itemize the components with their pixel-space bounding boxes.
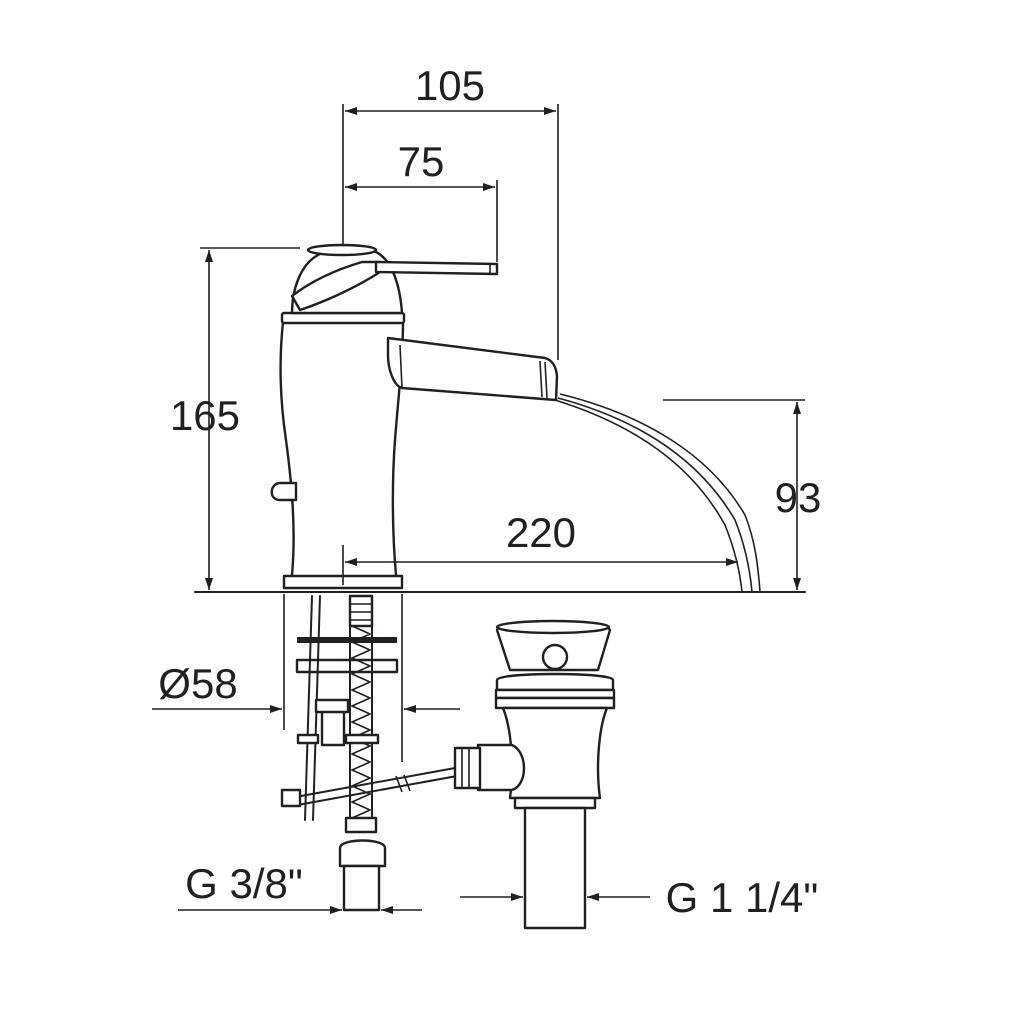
dimension-75-label: 75 <box>398 138 445 185</box>
dimension-75: 75 <box>345 138 498 262</box>
dimension-165: 165 <box>170 247 300 590</box>
dimension-g-3-8-label: G 3/8" <box>185 860 303 907</box>
dimension-diameter-58: Ø58 <box>152 594 460 762</box>
dimension-g-1-1-4-label: G 1 1/4" <box>666 874 819 921</box>
dimension-105: 105 <box>342 62 559 360</box>
supply-assembly <box>280 594 458 912</box>
dimension-93: 93 <box>663 399 822 590</box>
dimension-diameter-58-label: Ø58 <box>158 660 237 707</box>
dimension-105-label: 105 <box>415 62 485 109</box>
dimension-g-3-8: G 3/8" <box>178 860 422 914</box>
dimension-220-label: 220 <box>506 509 576 556</box>
waste-assembly <box>453 619 616 930</box>
dimension-220: 220 <box>342 509 738 585</box>
dimension-g-1-1-4: G 1 1/4" <box>460 874 818 921</box>
faucet-body <box>270 243 761 593</box>
dimension-93-label: 93 <box>775 474 822 521</box>
dimension-165-label: 165 <box>170 392 240 439</box>
